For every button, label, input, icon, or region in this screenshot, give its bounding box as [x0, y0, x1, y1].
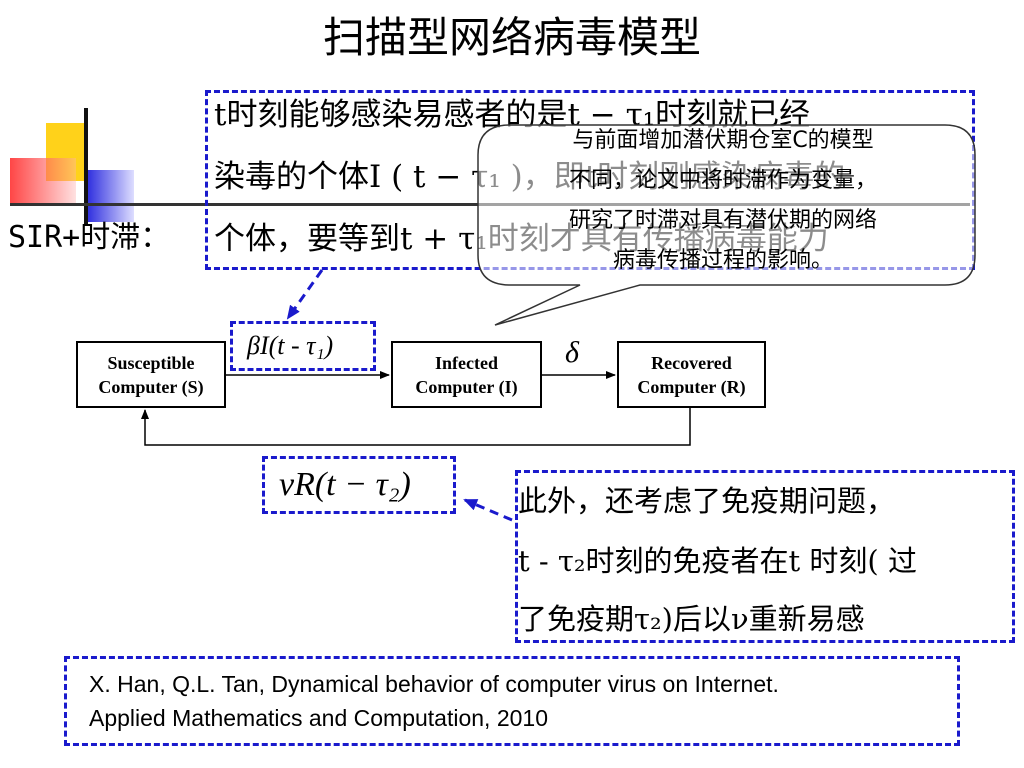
node-recovered: Recovered Computer (R) [617, 341, 766, 408]
callout: 与前面增加潜伏期仓室C的模型 不同，论文中将时滞作为变量， 研究了时滞对具有潜伏… [478, 125, 975, 285]
reference-box: X. Han, Q.L. Tan, Dynamical behavior of … [64, 656, 960, 746]
callout-bubble [477, 124, 976, 326]
node-infected-line-1: Infected [435, 352, 498, 373]
loss-immunity-rate-label: νR(t − τ₂) [279, 466, 411, 503]
pointer-immunity-to-rate [463, 498, 513, 522]
node-infected-line-2: Computer (I) [415, 376, 518, 397]
decor-vertical-line [84, 108, 88, 226]
immunity-line-2: t - τ₂时刻的免疫者在t 时刻( 过 [518, 544, 917, 578]
node-infected: Infected Computer (I) [391, 341, 542, 408]
arrow-r-to-s [141, 408, 691, 446]
reference-line-2: Applied Mathematics and Computation, 201… [89, 705, 549, 731]
recovery-rate-label: δ [565, 336, 579, 369]
immunity-line-3: 了免疫期τ₂)后以ν重新易感 [518, 602, 865, 636]
node-susceptible-line-1: Susceptible [107, 352, 195, 373]
callout-line-4: 病毒传播过程的影响。 [612, 248, 833, 273]
callout-line-3: 研究了时滞对具有潜伏期的网络 [568, 208, 877, 233]
decor-blue-square [86, 170, 134, 222]
reference-line-1: X. Han, Q.L. Tan, Dynamical behavior of … [89, 671, 779, 697]
sir-delay-label: SIR+时滞： [8, 220, 171, 255]
page-title: 扫描型网络病毒模型 [322, 13, 701, 62]
callout-line-2: 不同，论文中将时滞作为变量， [568, 168, 877, 193]
node-susceptible-line-2: Computer (S) [98, 376, 204, 397]
infection-rate-box: βI(t - τ₁) [230, 321, 376, 371]
callout-line-1: 与前面增加潜伏期仓室C的模型 [572, 128, 874, 153]
immunity-line-1: 此外，还考虑了免疫期问题， [518, 484, 896, 518]
loss-immunity-rate-box: νR(t − τ₂) [262, 456, 456, 514]
immunity-box: 此外，还考虑了免疫期问题， t - τ₂时刻的免疫者在t 时刻( 过 了免疫期τ… [515, 470, 1015, 643]
infection-rate-label: βI(t - τ₁) [247, 331, 334, 360]
node-susceptible: Susceptible Computer (S) [76, 341, 226, 408]
reference-citation: X. Han, Q.L. Tan, Dynamical behavior of … [89, 667, 779, 735]
node-recovered-line-1: Recovered [651, 352, 732, 373]
decor-red-square [10, 158, 76, 206]
pointer-definition-to-rate [286, 269, 324, 320]
node-recovered-line-2: Computer (R) [637, 376, 746, 397]
